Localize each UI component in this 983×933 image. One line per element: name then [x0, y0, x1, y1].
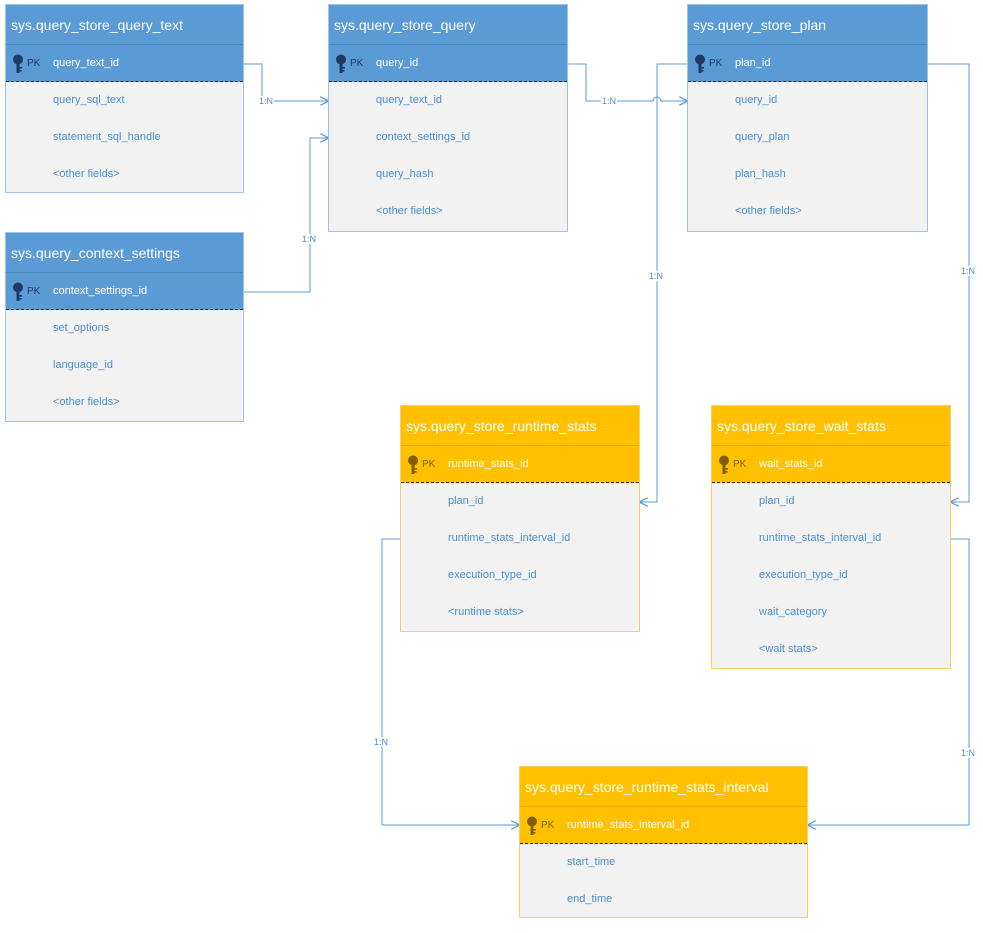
entity-query-store-runtime-stats-interval[interactable]: sys.query_store_runtime_stats_interval P…: [519, 766, 808, 918]
entity-query-store-plan[interactable]: sys.query_store_plan PK plan_id query_id…: [687, 4, 928, 232]
primary-key-row: PK wait_stats_id: [712, 446, 950, 483]
field-row: execution_type_id: [759, 569, 848, 581]
primary-key-row: PK plan_id: [688, 45, 927, 82]
field-row: execution_type_id: [448, 569, 537, 581]
entity-query-store-runtime-stats[interactable]: sys.query_store_runtime_stats PK runtime…: [400, 405, 640, 632]
field-row: runtime_stats_interval_id: [448, 532, 571, 544]
entity-query-context-settings[interactable]: sys.query_context_settings PK context_se…: [5, 232, 244, 422]
primary-key-row: PK runtime_stats_id: [401, 446, 639, 483]
pk-field-name: context_settings_id: [53, 285, 148, 297]
link-plan-to-runtime-stats: [640, 63, 687, 502]
field-row: statement_sql_handle: [53, 131, 161, 143]
key-icon: [13, 282, 23, 301]
field-row: set_options: [53, 322, 110, 334]
entity-title: sys.query_store_plan: [688, 5, 927, 45]
link-query-text-to-query: [244, 63, 328, 101]
entity-title: sys.query_store_query_text: [6, 5, 243, 45]
pk-field-name: runtime_stats_id: [448, 458, 529, 470]
entity-title: sys.query_context_settings: [6, 233, 243, 273]
pk-tag: PK: [27, 286, 41, 297]
field-row: <other fields>: [53, 168, 120, 180]
field-row: <other fields>: [735, 205, 802, 217]
key-icon: [719, 455, 729, 474]
field-row: end_time: [567, 893, 613, 905]
primary-key-row: PK query_id: [329, 45, 567, 82]
link-wait-stats-to-interval: [808, 538, 970, 825]
entity-query-store-wait-stats[interactable]: sys.query_store_wait_stats PK wait_stats…: [711, 405, 951, 669]
cardinality-label: 1:N: [301, 234, 318, 244]
key-icon: [13, 54, 23, 73]
link-runtime-stats-to-interval: [381, 538, 519, 825]
pk-tag: PK: [541, 820, 555, 831]
entity-query-store-query[interactable]: sys.query_store_query PK query_id query_…: [328, 4, 568, 232]
pk-field-name: query_text_id: [53, 57, 120, 69]
link-context-settings-to-query: [244, 138, 328, 293]
field-row: <other fields>: [53, 396, 120, 408]
field-row: language_id: [53, 359, 113, 371]
field-row: query_hash: [376, 168, 434, 180]
pk-field-name: plan_id: [735, 57, 771, 69]
entity-title: sys.query_store_runtime_stats: [401, 406, 639, 446]
field-row: query_plan: [735, 131, 790, 143]
pk-tag: PK: [350, 58, 364, 69]
link-query-to-plan: [568, 63, 687, 101]
key-icon: [408, 455, 418, 474]
entity-title: sys.query_store_query: [329, 5, 567, 45]
cardinality-label: 1:N: [601, 96, 618, 106]
field-row: <runtime stats>: [448, 606, 524, 618]
link-plan-to-wait-stats: [928, 63, 970, 502]
primary-key-row: PK context_settings_id: [6, 273, 243, 310]
field-row: wait_category: [759, 606, 827, 618]
cardinality-label: 1:N: [960, 748, 977, 758]
entity-query-store-query-text[interactable]: sys.query_store_query_text PK query_text…: [5, 4, 244, 193]
primary-key-row: PK runtime_stats_interval_id: [520, 807, 807, 844]
cardinality-label: 1:N: [648, 271, 665, 281]
entity-title: sys.query_store_wait_stats: [712, 406, 950, 446]
key-icon: [336, 54, 346, 73]
entity-title: sys.query_store_runtime_stats_interval: [520, 767, 807, 807]
field-row: plan_id: [448, 495, 484, 507]
field-row: query_id: [735, 94, 778, 106]
field-row: context_settings_id: [376, 131, 471, 143]
field-row: runtime_stats_interval_id: [759, 532, 882, 544]
cardinality-label: 1:N: [373, 737, 390, 747]
pk-tag: PK: [733, 459, 747, 470]
field-row: <wait stats>: [759, 643, 818, 655]
pk-tag: PK: [709, 58, 723, 69]
cardinality-label: 1:N: [258, 96, 275, 106]
field-row: plan_id: [759, 495, 795, 507]
field-row: query_sql_text: [53, 94, 125, 106]
pk-field-name: runtime_stats_interval_id: [567, 819, 690, 831]
key-icon: [695, 54, 705, 73]
field-row: start_time: [567, 856, 616, 868]
field-row: query_text_id: [376, 94, 443, 106]
primary-key-row: PK query_text_id: [6, 45, 243, 82]
key-icon: [527, 816, 537, 835]
field-row: <other fields>: [376, 205, 443, 217]
pk-tag: PK: [422, 459, 436, 470]
cardinality-label: 1:N: [960, 266, 977, 276]
pk-field-name: wait_stats_id: [759, 458, 823, 470]
pk-field-name: query_id: [376, 57, 419, 69]
pk-tag: PK: [27, 58, 41, 69]
field-row: plan_hash: [735, 168, 786, 180]
